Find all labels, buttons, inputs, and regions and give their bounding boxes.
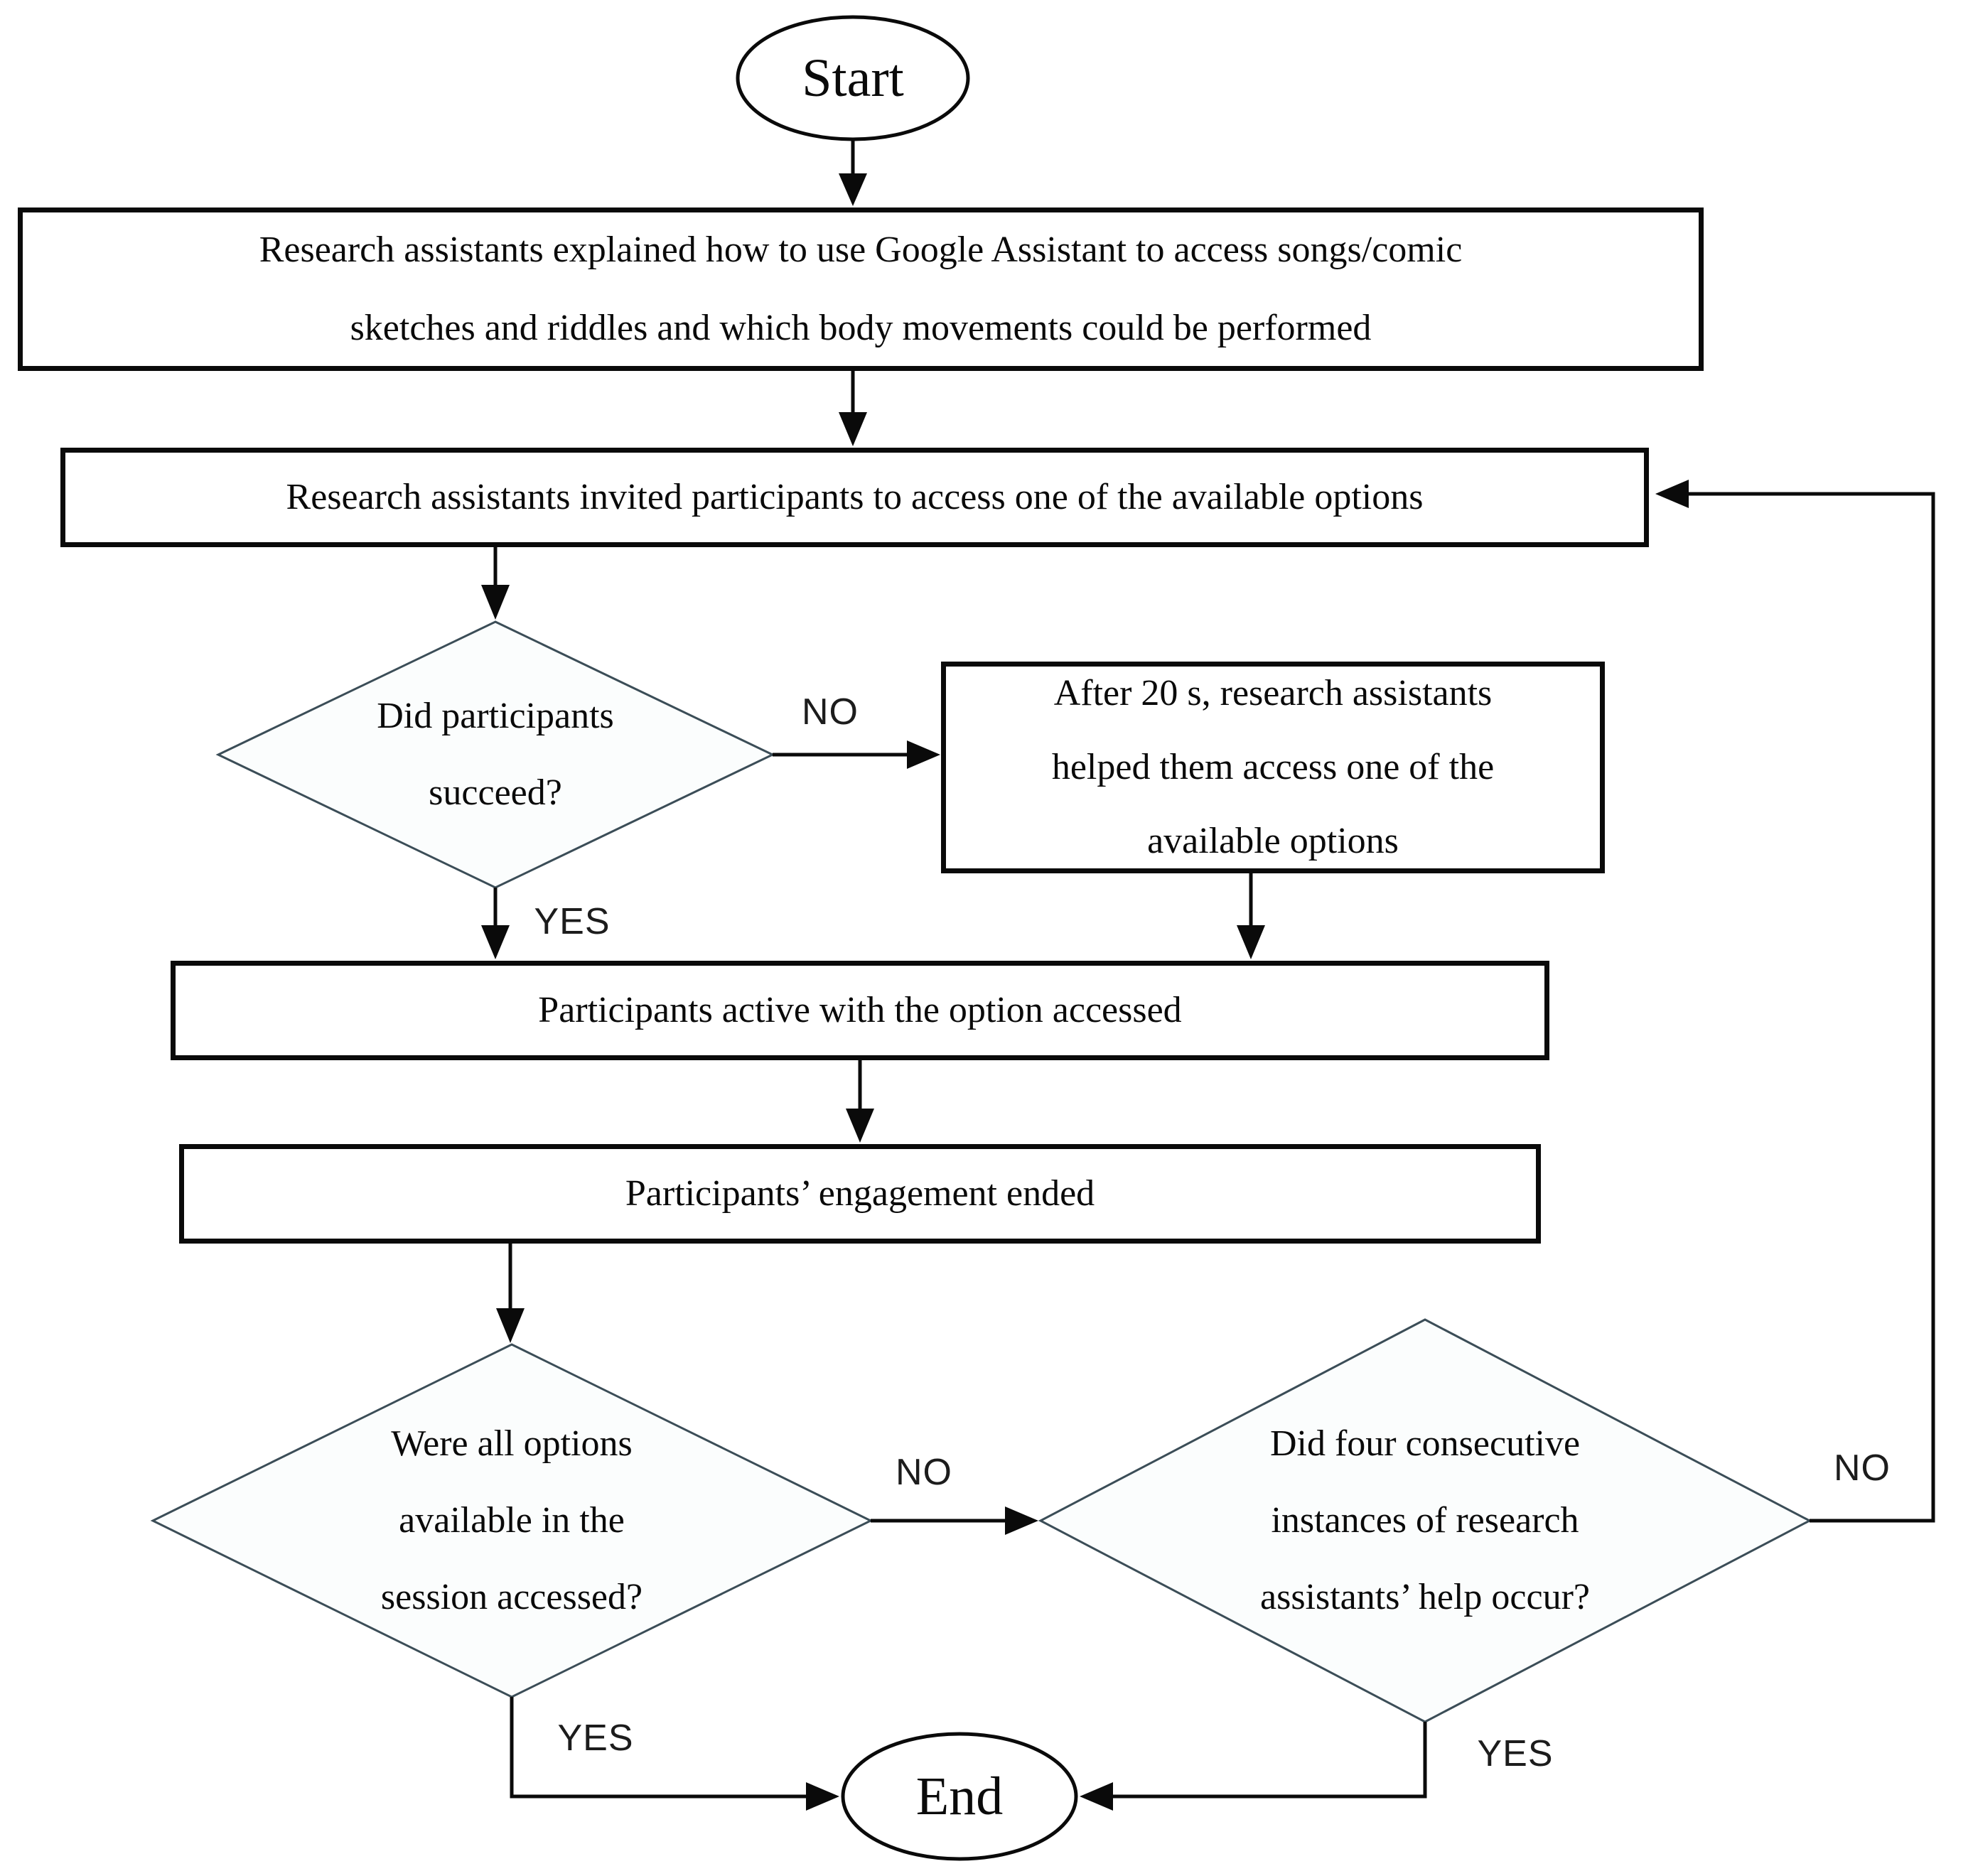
decision-all-options-line-2: available in the bbox=[399, 1500, 625, 1541]
process-assistants-helped: After 20 s, research assistants helped t… bbox=[941, 662, 1605, 873]
process-helped-line-1: After 20 s, research assistants bbox=[1053, 673, 1493, 713]
edge-label-succeed-yes: YES bbox=[534, 901, 611, 942]
process-explain-line-1: Research assistants explained how to use… bbox=[259, 230, 1463, 270]
decision-four-consecutive-helps-label: Did four consecutive instances of resear… bbox=[1260, 1425, 1590, 1616]
process-explain-line-2: sketches and riddles and which body move… bbox=[350, 308, 1372, 348]
process-ended-label: Participants’ engagement ended bbox=[625, 1173, 1095, 1214]
edge-label-all-options-no: NO bbox=[896, 1452, 952, 1493]
decision-four-helps-line-2: instances of research bbox=[1271, 1500, 1579, 1541]
start-terminator-label: Start bbox=[802, 48, 904, 108]
process-participants-active: Participants active with the option acce… bbox=[171, 961, 1549, 1060]
edge-label-four-helps-no: NO bbox=[1834, 1448, 1891, 1489]
process-helped-line-2: helped them access one of the bbox=[1051, 747, 1495, 787]
process-invite-participants: Research assistants invited participants… bbox=[60, 448, 1649, 547]
decision-four-helps-line-3: assistants’ help occur? bbox=[1260, 1577, 1590, 1617]
process-explain-google-assistant: Research assistants explained how to use… bbox=[18, 207, 1704, 371]
end-terminator-label: End bbox=[915, 1767, 1004, 1826]
decision-succeed-line-1: Did participants bbox=[377, 696, 614, 736]
decision-succeed-line-2: succeed? bbox=[429, 772, 562, 813]
process-invite-label: Research assistants invited participants… bbox=[286, 477, 1424, 517]
flow-arrows bbox=[481, 139, 1935, 1811]
edge-label-succeed-no: NO bbox=[802, 691, 859, 733]
process-active-label: Participants active with the option acce… bbox=[538, 990, 1182, 1030]
edge-label-four-helps-yes: YES bbox=[1477, 1733, 1554, 1774]
decision-all-options-line-1: Were all options bbox=[391, 1423, 633, 1464]
edge-label-all-options-yes: YES bbox=[557, 1718, 634, 1759]
decision-four-helps-line-1: Did four consecutive bbox=[1269, 1423, 1581, 1464]
decision-all-options-accessed-label: Were all options available in the sessio… bbox=[381, 1425, 643, 1616]
decision-all-options-line-3: session accessed? bbox=[380, 1577, 643, 1617]
decision-did-participants-succeed-label: Did participants succeed? bbox=[377, 698, 614, 812]
process-helped-line-3: available options bbox=[1147, 821, 1399, 861]
process-engagement-ended: Participants’ engagement ended bbox=[179, 1144, 1541, 1244]
end-terminator-shape bbox=[841, 1732, 1078, 1861]
